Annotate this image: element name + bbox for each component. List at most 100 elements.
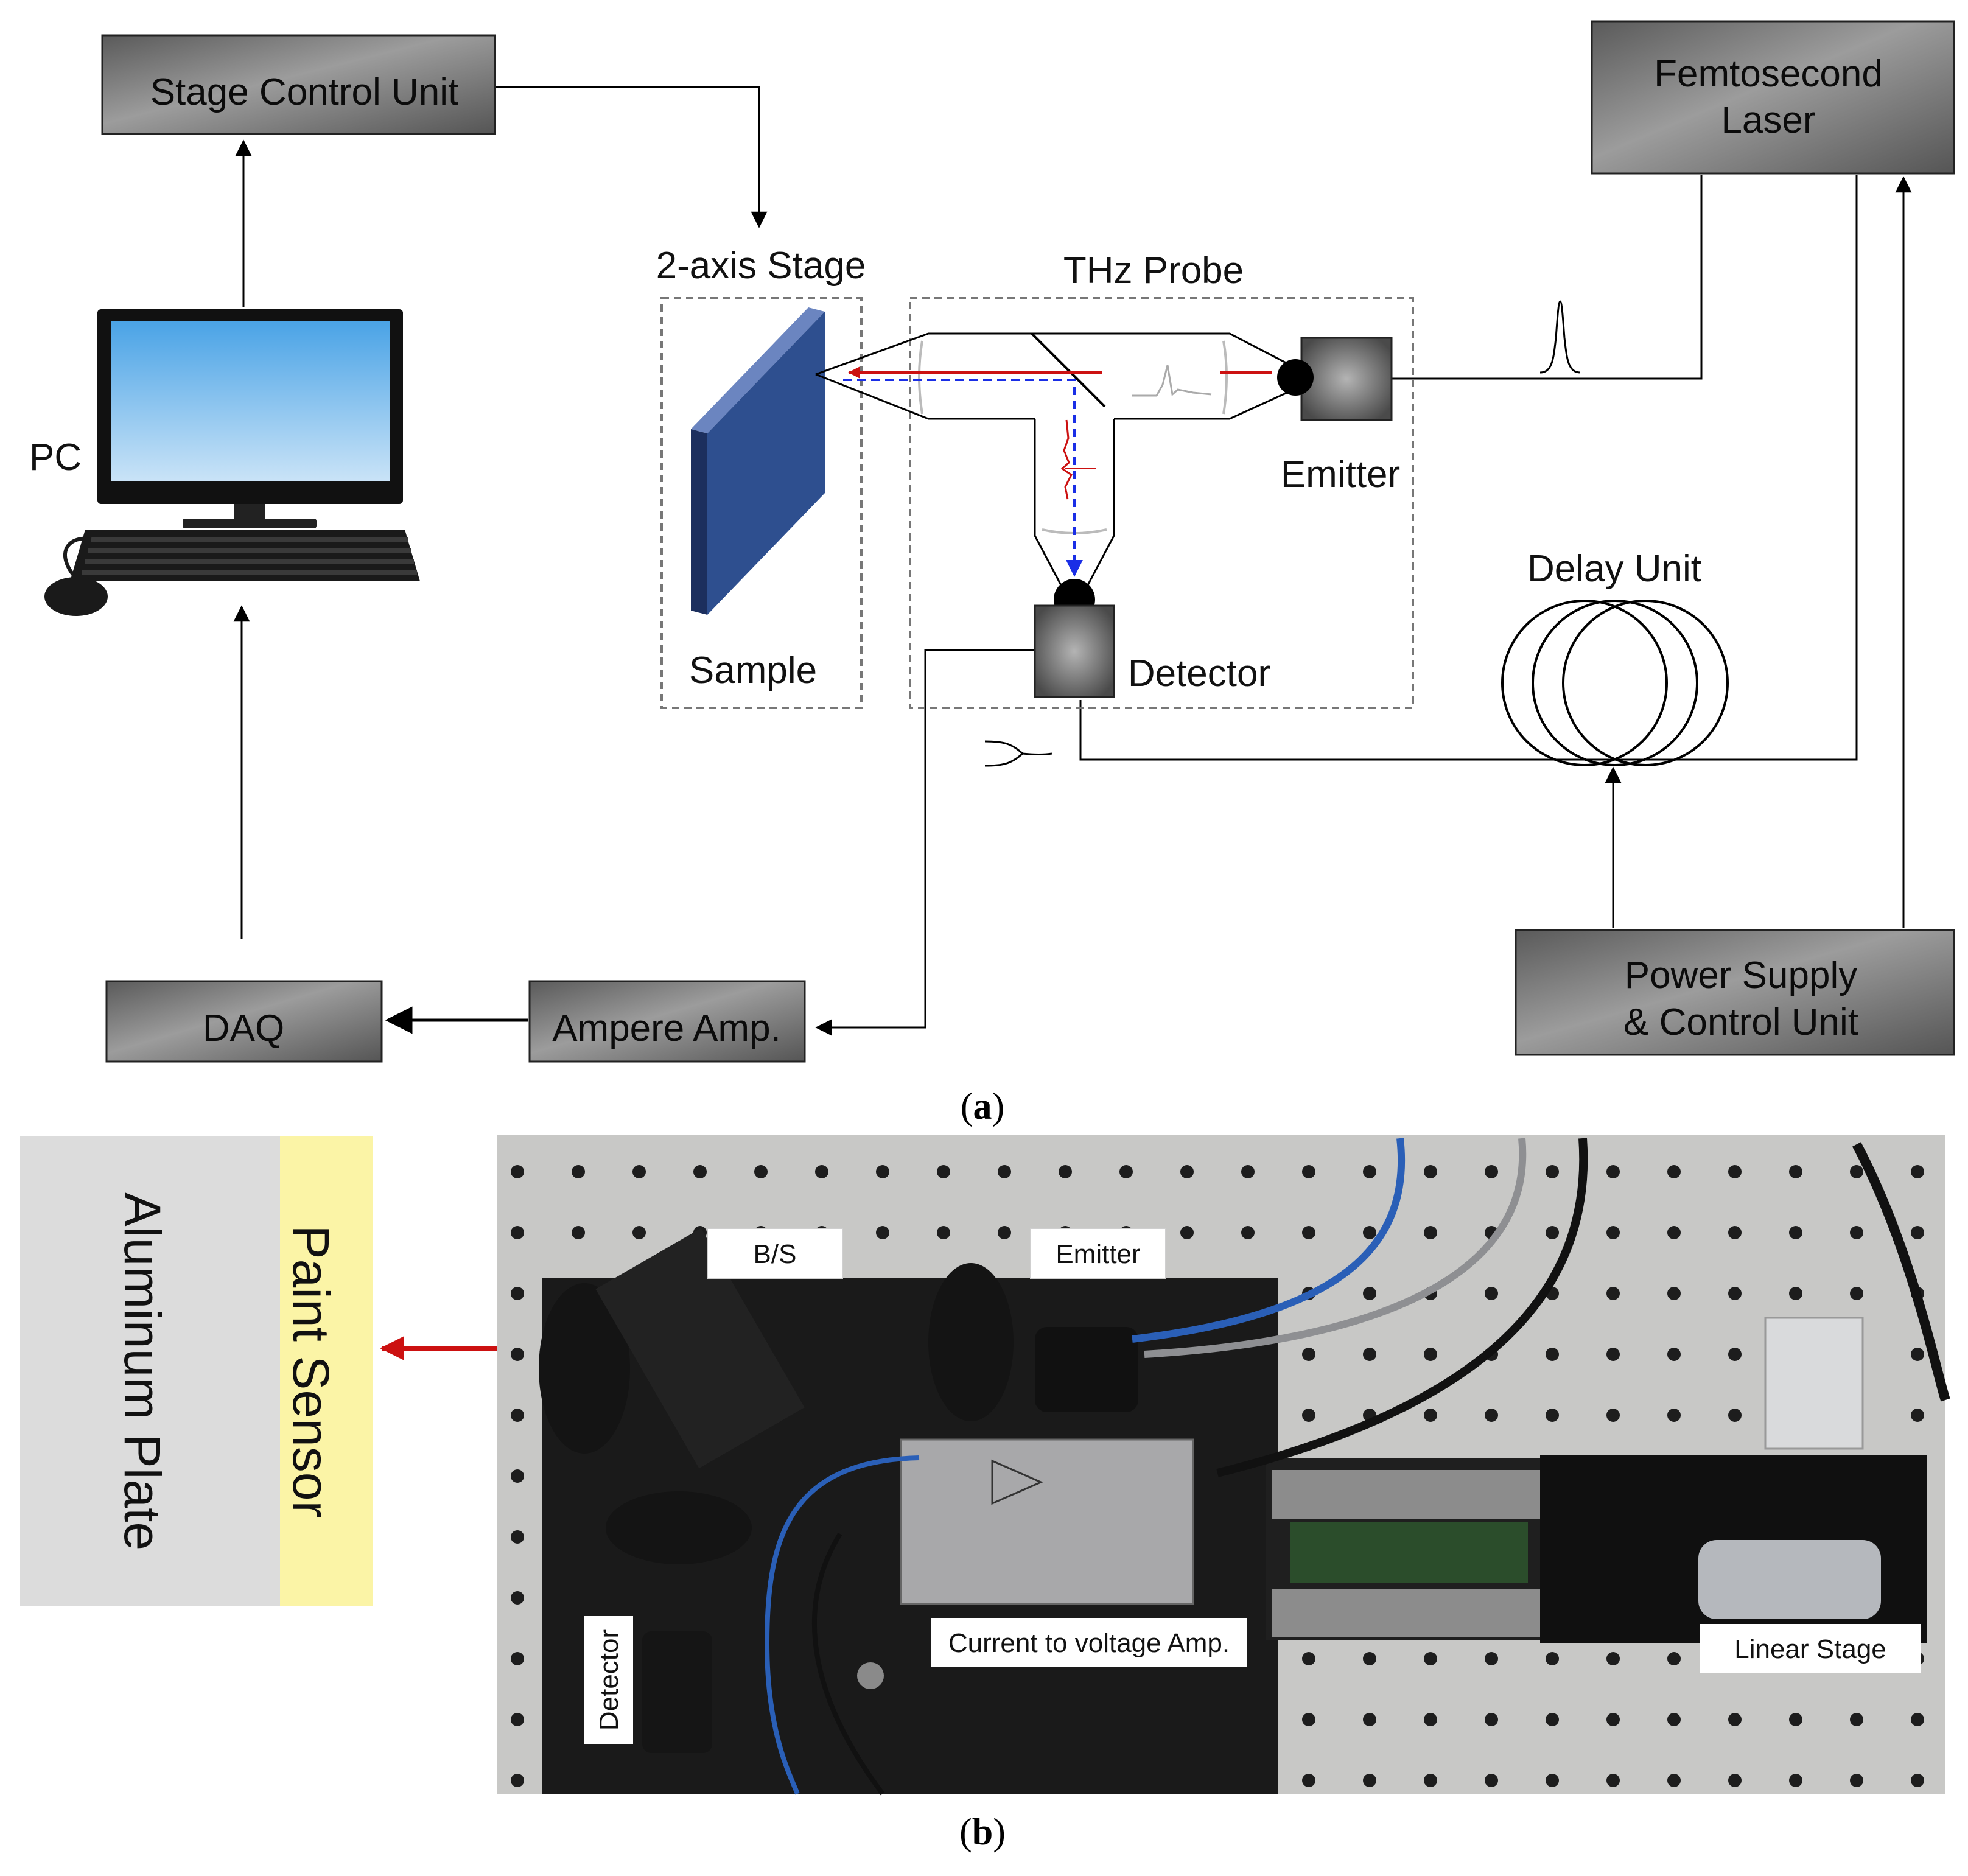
paint-sensor-region xyxy=(280,1136,373,1606)
breadboard-hole xyxy=(998,1165,1011,1178)
breadboard-hole xyxy=(511,1713,524,1726)
breadboard-hole xyxy=(1728,1409,1742,1422)
breadboard-hole xyxy=(1911,1165,1924,1178)
breadboard-hole xyxy=(1546,1713,1559,1726)
breadboard-hole xyxy=(1789,1226,1802,1239)
aluminum-plate-region xyxy=(20,1136,280,1606)
breadboard-hole xyxy=(937,1165,950,1178)
detector-device-icon xyxy=(1034,579,1115,698)
svg-text:Emitter: Emitter xyxy=(1056,1239,1140,1269)
breadboard-hole xyxy=(1728,1165,1742,1178)
svg-text:Detector: Detector xyxy=(594,1629,624,1731)
breadboard-hole xyxy=(1241,1226,1255,1239)
breadboard-hole xyxy=(693,1165,707,1178)
breadboard-hole xyxy=(1728,1226,1742,1239)
power-supply-label-1: Power Supply xyxy=(1625,954,1858,996)
breadboard-hole xyxy=(1546,1348,1559,1361)
breadboard-hole xyxy=(1424,1713,1437,1726)
breadboard-hole xyxy=(1424,1226,1437,1239)
breadboard-hole xyxy=(1606,1652,1620,1665)
thz-probe-frame xyxy=(909,297,1414,709)
emitter-label: Emitter xyxy=(1281,453,1400,495)
breadboard-hole xyxy=(1302,1409,1315,1422)
detector-label: Detector xyxy=(1128,653,1270,695)
breadboard-hole xyxy=(1302,1713,1315,1726)
breadboard-hole xyxy=(1546,1409,1559,1422)
breadboard-hole xyxy=(1363,1165,1376,1178)
breadboard-hole xyxy=(1606,1348,1620,1361)
breadboard-hole xyxy=(511,1287,524,1300)
tag-current-to-voltage-amp: Current to voltage Amp. xyxy=(931,1618,1247,1667)
breadboard-hole xyxy=(1667,1652,1681,1665)
sample-label: Sample xyxy=(689,649,817,691)
stage-control-unit-label: Stage Control Unit xyxy=(150,71,459,113)
thz-waveform-gray xyxy=(1132,365,1212,397)
breadboard-hole xyxy=(1789,1165,1802,1178)
breadboard-hole xyxy=(1363,1652,1376,1665)
two-axis-stage-label: 2-axis Stage xyxy=(656,245,866,287)
breadboard-hole xyxy=(1302,1165,1315,1178)
femtosecond-laser-label-2: Laser xyxy=(1721,99,1815,141)
breadboard-hole xyxy=(1424,1652,1437,1665)
power-supply-label-2: & Control Unit xyxy=(1623,1001,1858,1043)
breadboard-hole xyxy=(1911,1774,1924,1787)
breadboard-hole xyxy=(1789,1287,1802,1300)
breadboard-hole xyxy=(815,1165,828,1178)
breadboard-hole xyxy=(1119,1165,1133,1178)
breadboard-hole xyxy=(754,1165,768,1178)
breadboard-hole xyxy=(1424,1348,1437,1361)
breadboard-hole xyxy=(1241,1165,1255,1178)
detector-pulse-icon xyxy=(984,740,1052,755)
power-supply-box: Power Supply & Control Unit xyxy=(1515,929,1955,1056)
femtosecond-laser-label-1: Femtosecond xyxy=(1654,53,1883,95)
breadboard-hole xyxy=(1363,1713,1376,1726)
breadboard-hole xyxy=(511,1591,524,1605)
breadboard-hole xyxy=(1302,1226,1315,1239)
breadboard-hole xyxy=(511,1226,524,1239)
breadboard-hole xyxy=(1850,1287,1863,1300)
breadboard-hole xyxy=(511,1165,524,1178)
breadboard-hole xyxy=(1667,1348,1681,1361)
laser-to-detector-line xyxy=(1079,175,1858,761)
svg-text:Current to voltage Amp.: Current to voltage Amp. xyxy=(948,1628,1230,1658)
breadboard-hole xyxy=(1606,1165,1620,1178)
breadboard-hole xyxy=(1363,1348,1376,1361)
breadboard-hole xyxy=(1485,1774,1498,1787)
breadboard-hole xyxy=(1180,1226,1194,1239)
aluminum-plate-label: Aluminum Plate xyxy=(114,1192,171,1550)
tag-detector: Detector xyxy=(584,1616,633,1744)
thz-waveform-red xyxy=(1060,419,1073,500)
ampere-amp-box: Ampere Amp. xyxy=(528,980,806,1063)
breadboard-hole xyxy=(632,1226,646,1239)
breadboard-hole xyxy=(1302,1774,1315,1787)
delay-unit-coil-icon xyxy=(1501,600,1729,766)
breadboard-hole xyxy=(1728,1713,1742,1726)
breadboard-hole xyxy=(1667,1287,1681,1300)
breadboard-hole xyxy=(572,1226,585,1239)
breadboard-hole xyxy=(1606,1774,1620,1787)
breadboard-hole xyxy=(1546,1165,1559,1178)
svg-text:Linear Stage: Linear Stage xyxy=(1734,1634,1886,1664)
breadboard-hole xyxy=(1485,1713,1498,1726)
breadboard-hole xyxy=(511,1530,524,1544)
stage-control-to-stage-arrow xyxy=(496,86,768,228)
breadboard-hole xyxy=(1667,1774,1681,1787)
breadboard-hole xyxy=(876,1165,889,1178)
breadboard-hole xyxy=(1667,1165,1681,1178)
breadboard-hole xyxy=(1911,1713,1924,1726)
breadboard-hole xyxy=(937,1226,950,1239)
breadboard-hole xyxy=(572,1165,585,1178)
breadboard-hole xyxy=(1302,1652,1315,1665)
svg-text:B/S: B/S xyxy=(754,1239,797,1269)
breadboard-hole xyxy=(1424,1165,1437,1178)
breadboard-hole xyxy=(1424,1409,1437,1422)
thz-optics xyxy=(815,332,1297,588)
breadboard-hole xyxy=(1911,1226,1924,1239)
breadboard-hole xyxy=(1424,1774,1437,1787)
breadboard-hole xyxy=(1546,1226,1559,1239)
tag-emitter: Emitter xyxy=(1030,1228,1166,1279)
breadboard-hole xyxy=(1850,1226,1863,1239)
breadboard-hole xyxy=(511,1774,524,1787)
detector-to-ampere-arrow xyxy=(815,649,1035,1036)
